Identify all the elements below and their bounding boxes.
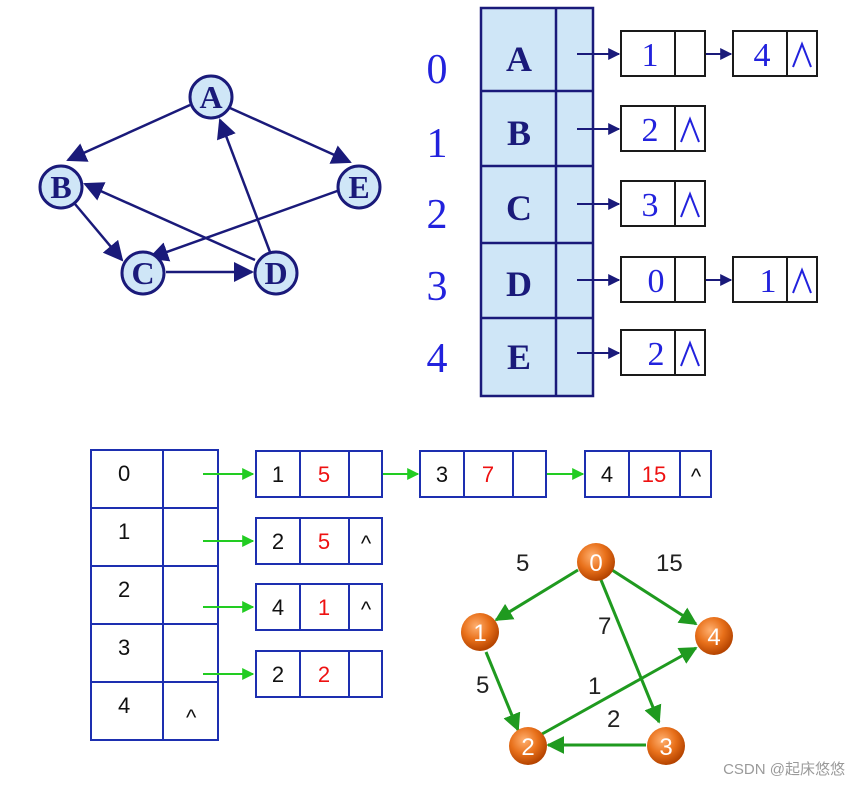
edge-1-2: [484, 651, 521, 732]
adjlist2-to: 4: [601, 462, 613, 487]
adjlist2-null: ^: [361, 531, 372, 556]
adjlist1-value: 0: [648, 263, 665, 300]
edge-weight: 15: [656, 550, 683, 577]
graph1: [66, 103, 352, 282]
graph1-node-label: D: [264, 255, 287, 291]
graph2-node-label: 3: [659, 734, 672, 761]
adjlist2-null: ^: [361, 597, 372, 622]
adjlist2-to: 1: [272, 462, 284, 487]
adjlist2-to: 4: [272, 595, 284, 620]
graph1-node-label: A: [199, 79, 222, 115]
null-pointer-icon: [680, 191, 700, 218]
adjlist1-null-icons: [680, 41, 812, 367]
graph2-node-label: 4: [707, 624, 720, 651]
edge-2-4: [541, 646, 698, 736]
graph1-node-C: C: [120, 250, 166, 296]
adjlist1-value: 2: [642, 112, 659, 149]
edge-D-A: [217, 118, 272, 253]
edge-weight: 5: [516, 550, 529, 577]
graph2-node-label: 1: [473, 620, 486, 647]
null-pointer-icon: [680, 340, 700, 367]
adjlist1-index: 4: [427, 336, 448, 382]
adjlist2-index: 0: [118, 461, 130, 486]
adjlist1-index: 3: [427, 264, 448, 310]
adjlist2-to: 2: [272, 529, 284, 554]
graph1-node-B: B: [38, 164, 84, 210]
adjlist1-vertex: D: [506, 264, 532, 304]
graph1-node-D: D: [253, 250, 299, 296]
edge-weight: 2: [607, 706, 620, 733]
edge-weight: 5: [476, 672, 489, 699]
graph2-edges: [484, 568, 698, 754]
adjlist2-null: ^: [186, 705, 197, 730]
adjlist2-weight: 1: [318, 595, 330, 620]
adjlist1-index: 1: [427, 121, 448, 167]
edge-A-B: [66, 103, 191, 162]
adjlist1-vertex: E: [507, 337, 531, 377]
edge-A-E: [229, 106, 352, 164]
graph2-node-label: 2: [521, 734, 534, 761]
graph2-node-4: 4: [695, 617, 733, 655]
graph2-node-2: 2: [509, 727, 547, 765]
graph2: 5 15 7 5 1 2 0 1 2 3: [461, 543, 733, 765]
graph2-node-label: 0: [589, 550, 602, 577]
adjlist1-nodes: [620, 30, 818, 376]
adjlist1-value: 4: [754, 37, 771, 74]
adjlist2-weight: 2: [318, 662, 330, 687]
adjlist1-indices: 0 1 2 3 4: [427, 47, 448, 382]
graph1-node-label: E: [348, 169, 369, 205]
adjlist1-value: 2: [648, 336, 665, 373]
adjlist2-weight: 5: [318, 529, 330, 554]
adjlist2-index: 1: [118, 519, 130, 544]
adjlist2-null: ^: [691, 464, 702, 489]
graph1-node-label: B: [50, 169, 71, 205]
adjlist2-arrows: [203, 468, 585, 680]
graph2-nodes: 0 1 2 3 4: [461, 543, 733, 765]
edge-E-C: [148, 188, 341, 262]
edge-weight: 1: [588, 673, 601, 700]
adjlist1-value: 1: [642, 37, 659, 74]
adjlist1: 0 1 2 3 4 A B C D E: [427, 6, 818, 398]
adjlist2-index: 2: [118, 577, 130, 602]
graph2-node-3: 3: [647, 727, 685, 765]
adjlist1-index: 0: [427, 47, 448, 93]
adjlist2-to: 3: [436, 462, 448, 487]
edge-weight: 7: [598, 613, 611, 640]
graph2-node-1: 1: [461, 613, 499, 651]
adjlist2-weight: 5: [318, 462, 330, 487]
adjlist1-vertex-table: A B C D E: [479, 6, 595, 398]
adjlist1-vertex: B: [507, 113, 531, 153]
graph2-weights: 5 15 7 5 1 2: [476, 550, 683, 733]
edge-B-C: [74, 203, 124, 262]
adjlist2-index: 3: [118, 635, 130, 660]
null-pointer-icon: [792, 41, 812, 68]
adjlist2-nodes: [255, 450, 712, 698]
adjlist1-value: 1: [760, 263, 777, 300]
adjlist2-weight: 7: [482, 462, 494, 487]
adjlist2-vertex-table: [90, 449, 219, 741]
adjlist1-value: 3: [642, 187, 659, 224]
adjlist1-vertex: C: [506, 188, 532, 228]
graph1-node-A: A: [188, 74, 234, 120]
edge-0-3: [599, 579, 662, 724]
edge-0-1: [494, 568, 579, 622]
adjlist1-index: 2: [427, 192, 448, 238]
graph1-node-label: C: [131, 255, 154, 291]
edge-D-B: [83, 182, 256, 262]
graph1-node-E: E: [336, 164, 382, 210]
edge-0-4: [611, 568, 698, 626]
null-pointer-icon: [792, 267, 812, 294]
adjlist1-vertex: A: [506, 39, 532, 79]
adjlist2-to: 2: [272, 662, 284, 687]
graph1-nodes: A B C D E: [38, 74, 382, 296]
adjlist2-index: 4: [118, 693, 130, 718]
adjlist2: 0 1 2 3 4 ^ 1 5 3 7: [90, 449, 712, 741]
null-pointer-icon: [680, 116, 700, 143]
graph2-node-0: 0: [577, 543, 615, 581]
watermark: CSDN @起床悠悠: [723, 761, 845, 778]
adjlist2-weight: 15: [642, 462, 666, 487]
